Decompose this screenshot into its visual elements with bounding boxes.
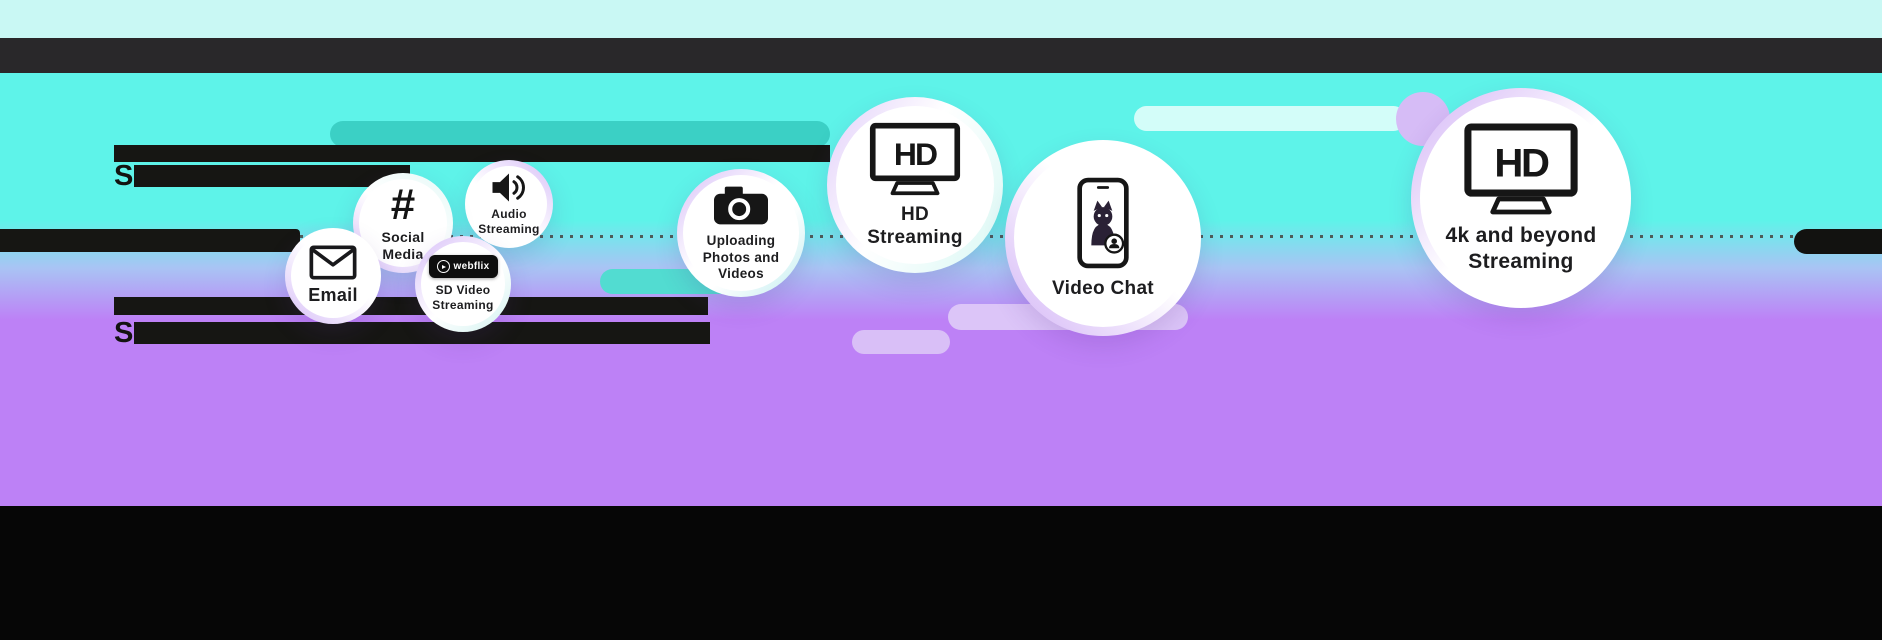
hd-logo-text: HD — [1494, 141, 1549, 186]
bubble-4k-streaming: HD 4k and beyond Streaming — [1411, 88, 1631, 308]
redacted-text-bar-4 — [114, 297, 708, 315]
decor-pill-black-right-edge — [1794, 229, 1882, 254]
webflix-wordmark: webflix — [453, 261, 490, 273]
top-light-strip — [0, 0, 1882, 38]
tv-hd-icon: HD — [1464, 123, 1578, 215]
bubble-uploading-photos-videos: Uploading Photos and Videos — [677, 169, 805, 297]
redacted-fill — [114, 297, 708, 315]
redacted-fill — [0, 229, 300, 252]
top-dark-bar — [0, 38, 1882, 73]
bubble-content: Audio Streaming — [465, 160, 553, 248]
bubble-label: HD Streaming — [867, 203, 963, 248]
bubble-content: webflix SD Video Streaming — [415, 236, 511, 332]
bubble-hd-streaming: HD HD Streaming — [827, 97, 1003, 273]
bubble-content: Uploading Photos and Videos — [677, 169, 805, 297]
camera-icon — [714, 186, 768, 225]
bubble-sd-video-streaming: webflix SD Video Streaming — [415, 236, 511, 332]
redacted-text-bar-1 — [114, 145, 830, 162]
tv-hd-icon: HD — [869, 122, 961, 196]
bottom-black-bar — [0, 506, 1882, 640]
redacted-text-bar-2: S — [114, 160, 410, 192]
envelope-icon — [309, 245, 357, 280]
redacted-fill — [134, 322, 710, 344]
decor-pill-lavender-mid — [852, 330, 950, 354]
redacted-prefix-letter: S — [114, 317, 134, 349]
decor-pill-teal-top — [330, 121, 830, 147]
play-icon — [436, 260, 450, 274]
speaker-icon — [492, 173, 525, 202]
bubble-label: Uploading Photos and Videos — [702, 233, 780, 282]
bubble-content: HD HD Streaming — [827, 97, 1003, 273]
bubble-email: Email — [285, 228, 381, 324]
redacted-fill — [114, 145, 830, 162]
hashtag-icon: # — [390, 179, 416, 229]
bubble-content: Video Chat — [1005, 140, 1201, 336]
bubble-label: Video Chat — [1052, 277, 1154, 299]
video-call-phone-icon — [1077, 177, 1129, 269]
redacted-prefix-letter: S — [114, 160, 134, 192]
bubble-label: SD Video Streaming — [432, 283, 494, 312]
bubble-label: Audio Streaming — [478, 207, 540, 236]
bubble-audio-streaming: Audio Streaming — [465, 160, 553, 248]
redacted-text-bar-5: S — [114, 317, 710, 349]
hd-logo-text: HD — [894, 136, 937, 172]
bubble-video-chat: Video Chat — [1005, 140, 1201, 336]
bubble-label: 4k and beyond Streaming — [1445, 224, 1597, 273]
bubble-content: Email — [285, 228, 381, 324]
redacted-fill — [134, 165, 410, 187]
redacted-text-bar-3 — [0, 229, 300, 252]
bubble-label: Email — [308, 285, 358, 306]
decor-pill-white-top-right — [1134, 106, 1406, 131]
bubble-content: # Social Media — [353, 173, 453, 273]
bubble-content: HD 4k and beyond Streaming — [1411, 88, 1631, 308]
bubble-label: Social Media — [381, 228, 425, 262]
webflix-logo: webflix — [428, 255, 498, 279]
